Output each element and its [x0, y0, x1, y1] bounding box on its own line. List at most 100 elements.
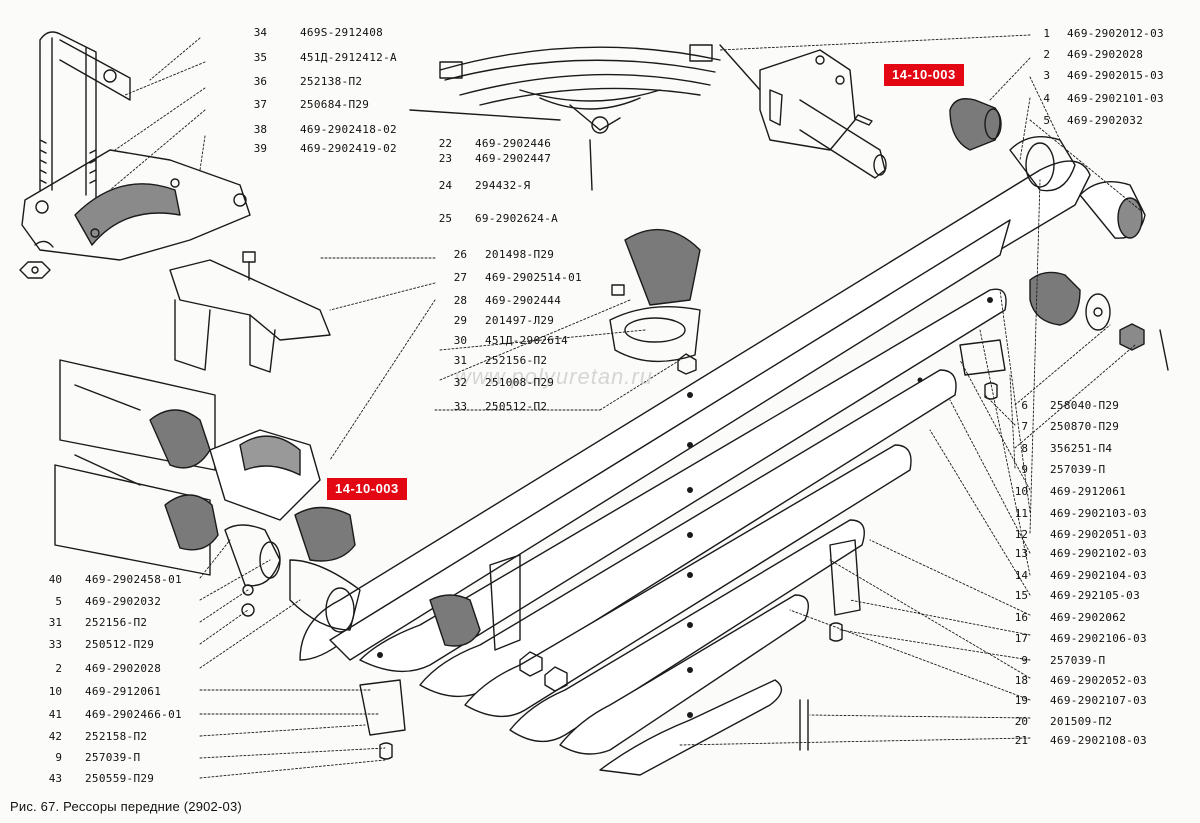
- part-code: 201497-Л29: [485, 314, 555, 327]
- part-number: 4: [1043, 92, 1050, 105]
- part-number: 2: [55, 662, 62, 675]
- part-code: 252156-П2: [85, 616, 148, 629]
- part-code: 469-2902028: [1067, 48, 1144, 61]
- part-number: 3: [1043, 69, 1050, 82]
- part-code: 469-2902015-03: [1067, 69, 1164, 82]
- part-number: 36: [253, 75, 267, 88]
- part-code: 252158-П2: [85, 730, 148, 743]
- part-number: 8: [1021, 442, 1028, 455]
- part-number: 27: [453, 271, 467, 284]
- part-code: 469-2902106-03: [1050, 632, 1147, 645]
- spring-leaves: [299, 160, 1091, 776]
- front-eye-bushings: [1009, 136, 1169, 371]
- part-number: 9: [1021, 463, 1028, 476]
- figure-caption: Рис. 67. Рессоры передние (2902-03): [10, 799, 242, 814]
- part-code: 469-2902458-01: [85, 573, 182, 586]
- part-number: 23: [438, 152, 452, 165]
- part-code: 250512-П2: [485, 400, 548, 413]
- part-number: 5: [55, 595, 62, 608]
- part-code: 469-2902466-01: [85, 708, 182, 721]
- part-number: 37: [253, 98, 267, 111]
- part-number: 35: [253, 51, 267, 64]
- bump-stop: [609, 228, 701, 375]
- part-number: 5: [1043, 114, 1050, 127]
- part-code: 469-2902103-03: [1050, 507, 1147, 520]
- part-code: 469-2902032: [1067, 114, 1144, 127]
- part-code: 250559-П29: [85, 772, 155, 785]
- part-number: 15: [1014, 589, 1028, 602]
- part-code: 257039-П: [85, 751, 141, 764]
- part-code: 469-292105-03: [1050, 589, 1140, 602]
- part-number: 28: [453, 294, 467, 307]
- part-number: 24: [438, 179, 452, 192]
- part-number: 43: [48, 772, 62, 785]
- part-code: 294432-Я: [475, 179, 531, 192]
- u-bolt: [39, 31, 131, 201]
- part-number: 22: [438, 137, 452, 150]
- part-code: 469-2912061: [1050, 485, 1127, 498]
- rubber-bushing-top: [949, 98, 1002, 151]
- part-code: 469-2902419-02: [300, 142, 397, 155]
- part-code: 257039-П: [1050, 463, 1106, 476]
- part-number: 12: [1014, 528, 1028, 541]
- part-number: 41: [48, 708, 62, 721]
- rear-shackle-bolts: [54, 359, 481, 647]
- part-number: 26: [453, 248, 467, 261]
- part-number: 40: [48, 573, 62, 586]
- part-code: 469-2902062: [1050, 611, 1127, 624]
- part-code: 469-2902418-02: [300, 123, 397, 136]
- part-number: 30: [453, 334, 467, 347]
- part-number: 2: [1043, 48, 1050, 61]
- part-number: 33: [453, 400, 467, 413]
- part-code: 469-2902102-03: [1050, 547, 1147, 560]
- bracket-27: [169, 251, 331, 373]
- part-code: 258040-П29: [1050, 399, 1120, 412]
- part-code: 469-2902514-01: [485, 271, 582, 284]
- part-code: 356251-П4: [1050, 442, 1113, 455]
- part-number-badge-middle: 14-10-003: [327, 478, 407, 500]
- part-code: 201498-П29: [485, 248, 555, 261]
- part-number: 32: [453, 376, 467, 389]
- part-number: 31: [453, 354, 467, 367]
- part-code: 250684-П29: [300, 98, 370, 111]
- part-number: 14: [1014, 569, 1028, 582]
- spring-assembly-thumbnail: [409, 44, 761, 191]
- part-number: 31: [48, 616, 62, 629]
- leaf-rivet-holes: [377, 297, 993, 718]
- part-code: 469S-2912408: [300, 26, 384, 39]
- part-number: 18: [1014, 674, 1028, 687]
- part-code: 469-2902032: [85, 595, 162, 608]
- part-code: 252156-П2: [485, 354, 548, 367]
- part-code: 251008-П29: [485, 376, 555, 389]
- part-number: 16: [1014, 611, 1028, 624]
- part-code: 451Д-2912412-А: [300, 51, 397, 64]
- part-code: 469-2902444: [485, 294, 562, 307]
- part-code: 469-2902051-03: [1050, 528, 1147, 541]
- part-code: 69-2902624-А: [475, 212, 559, 225]
- part-code: 469-2902108-03: [1050, 734, 1147, 747]
- shackle-plate: [759, 49, 887, 179]
- part-code: 257039-П: [1050, 654, 1106, 667]
- part-number: 7: [1021, 420, 1028, 433]
- part-number: 42: [48, 730, 62, 743]
- part-code: 469-2902052-03: [1050, 674, 1147, 687]
- part-number: 10: [1014, 485, 1028, 498]
- part-code: 469-2902446: [475, 137, 552, 150]
- part-code: 451Д-2902614: [485, 334, 569, 347]
- part-number: 17: [1014, 632, 1028, 645]
- part-number: 33: [48, 638, 62, 651]
- part-number: 6: [1021, 399, 1028, 412]
- part-number: 34: [253, 26, 267, 39]
- leader-lines: [109, 34, 1141, 779]
- part-number: 11: [1014, 507, 1028, 520]
- part-number: 1: [1043, 27, 1050, 40]
- part-code: 469-2902447: [475, 152, 552, 165]
- leaf-clamps: [359, 339, 1006, 760]
- part-number: 20: [1014, 715, 1028, 728]
- part-code: 252138-П2: [300, 75, 363, 88]
- part-number: 9: [55, 751, 62, 764]
- part-number: 38: [253, 123, 267, 136]
- part-number: 10: [48, 685, 62, 698]
- part-code: 201509-П2: [1050, 715, 1113, 728]
